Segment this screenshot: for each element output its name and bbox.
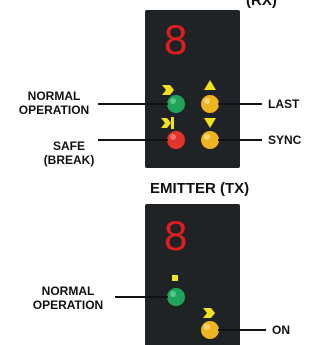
label-on: ON [272, 323, 290, 337]
emitter-title: EMITTER (TX) [150, 180, 250, 197]
label-sync: SYNC [268, 133, 302, 147]
emitter-display-digit: 8 [164, 212, 188, 259]
receiver-down-arrow-icon [204, 118, 216, 128]
label-normal-operation-rx: NORMAL OPERATION [18, 89, 90, 117]
receiver-yellow-double-arrow-icon [161, 118, 171, 128]
receiver-panel [145, 10, 240, 168]
receiver-up-arrow-icon [204, 80, 216, 90]
label-normal-operation-tx: NORMAL OPERATION [32, 284, 104, 312]
receiver-display-digit: 8 [164, 16, 188, 63]
label-safe-break: SAFE (BREAK) [43, 139, 95, 167]
label-last: LAST [268, 97, 300, 111]
receiver-yellow-bar-icon [171, 117, 174, 129]
receiver-title-partial: (RX) [246, 0, 277, 9]
receiver-yellow-arrow-icon [162, 85, 174, 95]
emitter-panel [145, 204, 240, 345]
